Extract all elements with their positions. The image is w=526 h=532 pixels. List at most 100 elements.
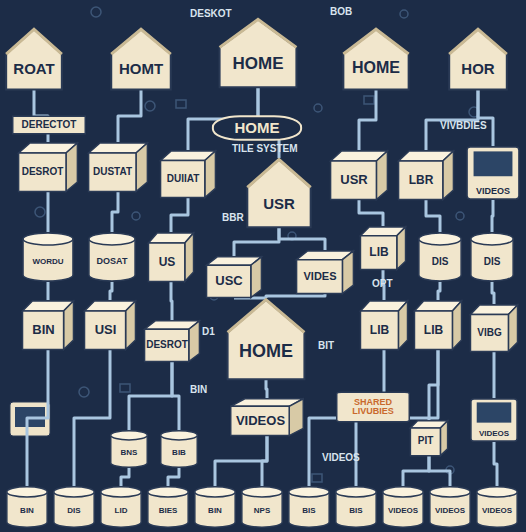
shape-part bbox=[474, 151, 513, 176]
tree-connector bbox=[47, 282, 50, 300]
directory-box: PIT bbox=[410, 420, 448, 456]
shape-part bbox=[189, 321, 200, 362]
shape-part bbox=[6, 29, 62, 54]
directory-box: LIB bbox=[360, 226, 406, 270]
shape-part bbox=[6, 29, 62, 89]
folder-name: BIN bbox=[208, 507, 222, 515]
storage-cylinder: WORDU bbox=[22, 232, 74, 282]
shape-part bbox=[161, 161, 205, 198]
shape-part bbox=[247, 159, 310, 227]
shape-part bbox=[297, 260, 343, 294]
tree-connector bbox=[215, 436, 267, 486]
storage-cylinder: BIN bbox=[194, 486, 236, 528]
shape-part bbox=[342, 251, 353, 294]
folder-name: PIT bbox=[418, 436, 434, 447]
shape-part bbox=[19, 153, 66, 192]
directory-box: VIDEOS bbox=[470, 398, 518, 442]
shape-part bbox=[111, 431, 147, 440]
tree-connector bbox=[403, 456, 429, 486]
tree-connector bbox=[110, 282, 112, 300]
folder-name: VIDES bbox=[303, 271, 336, 283]
shape-part bbox=[289, 487, 329, 497]
folder-name: HOME bbox=[233, 55, 284, 73]
storage-cylinder: BIES bbox=[147, 486, 189, 528]
folder-name: VIDEOS bbox=[476, 187, 510, 196]
directory-box: VIDES bbox=[296, 250, 354, 294]
folder-name: HOME bbox=[239, 342, 293, 361]
node-outline bbox=[342, 28, 410, 90]
node-outline bbox=[246, 158, 312, 228]
tree-connector bbox=[438, 282, 440, 300]
directory-box: DESROT bbox=[18, 142, 78, 192]
shape-part bbox=[54, 487, 94, 497]
node-outline bbox=[448, 28, 508, 90]
folder-name: US bbox=[159, 256, 176, 269]
node-outline bbox=[226, 298, 306, 380]
directory-house: USR bbox=[246, 158, 312, 228]
directory-box: VIBG bbox=[470, 304, 518, 352]
directory-box: DUIIAT bbox=[160, 150, 216, 198]
shape-part bbox=[376, 151, 387, 200]
folder-name: VIDEOS bbox=[479, 430, 509, 438]
folder-name: BNS bbox=[121, 449, 138, 457]
shape-part bbox=[383, 487, 423, 497]
shape-part bbox=[136, 143, 147, 192]
shape-part bbox=[508, 305, 517, 352]
shape-part bbox=[430, 487, 470, 497]
tree-connector bbox=[426, 200, 440, 232]
folder-name: BIN bbox=[20, 507, 34, 515]
directory-box: DESROT bbox=[144, 320, 200, 362]
tree-connector bbox=[266, 294, 325, 298]
shape-part bbox=[449, 29, 507, 54]
shape-part bbox=[23, 233, 73, 245]
storage-cylinder: DOSAT bbox=[88, 232, 136, 282]
shape-part bbox=[195, 487, 235, 497]
tree-connector bbox=[172, 362, 179, 430]
directory-box: LIB bbox=[360, 300, 408, 350]
tree-connector bbox=[493, 352, 496, 398]
shape-part bbox=[471, 233, 513, 245]
shape-part bbox=[414, 311, 452, 350]
shape-part bbox=[185, 233, 194, 282]
storage-cylinder: VIDEOS bbox=[429, 486, 471, 528]
tree-connector bbox=[171, 198, 188, 232]
floating-label: BIN bbox=[190, 384, 207, 395]
storage-cylinder: NPS bbox=[241, 486, 283, 528]
folder-name: SHARED LIVUBIES bbox=[336, 398, 410, 417]
shape-part bbox=[470, 315, 508, 352]
shape-part bbox=[419, 233, 461, 245]
folder-name: WORDU bbox=[32, 258, 63, 266]
directory-box: SHARED LIVUBIES bbox=[336, 392, 410, 422]
shape-part bbox=[471, 399, 517, 441]
shape-part bbox=[242, 487, 282, 497]
shape-part bbox=[251, 257, 262, 298]
storage-cylinder: LID bbox=[100, 486, 142, 528]
tree-connector bbox=[492, 282, 494, 304]
shape-part bbox=[228, 300, 305, 380]
shape-part bbox=[205, 151, 216, 198]
folder-name: ROAT bbox=[13, 61, 54, 77]
storage-cylinder: DIS bbox=[53, 486, 95, 528]
folder-name: DESROT bbox=[146, 340, 188, 351]
node-outline bbox=[5, 28, 63, 90]
folder-name: NPS bbox=[254, 507, 270, 515]
shape-part bbox=[111, 29, 171, 54]
tree-connector bbox=[478, 90, 493, 146]
shape-part bbox=[477, 402, 512, 422]
tree-connector bbox=[112, 192, 118, 232]
directory-box: HOME bbox=[212, 116, 302, 140]
directory-house: ROAT bbox=[5, 28, 63, 90]
floating-label: DESKOT bbox=[190, 8, 232, 19]
tree-connector bbox=[279, 228, 325, 250]
shape-part bbox=[228, 300, 305, 333]
floating-label: OPT bbox=[372, 278, 393, 289]
shape-part bbox=[343, 29, 408, 89]
shape-part bbox=[398, 301, 407, 350]
tree-connector bbox=[234, 228, 279, 256]
tree-connector bbox=[494, 442, 497, 486]
tree-connector bbox=[359, 90, 376, 150]
tree-connector bbox=[118, 90, 141, 142]
folder-name: LIB bbox=[370, 324, 389, 337]
tree-connector bbox=[492, 200, 493, 232]
shape-part bbox=[231, 406, 289, 435]
